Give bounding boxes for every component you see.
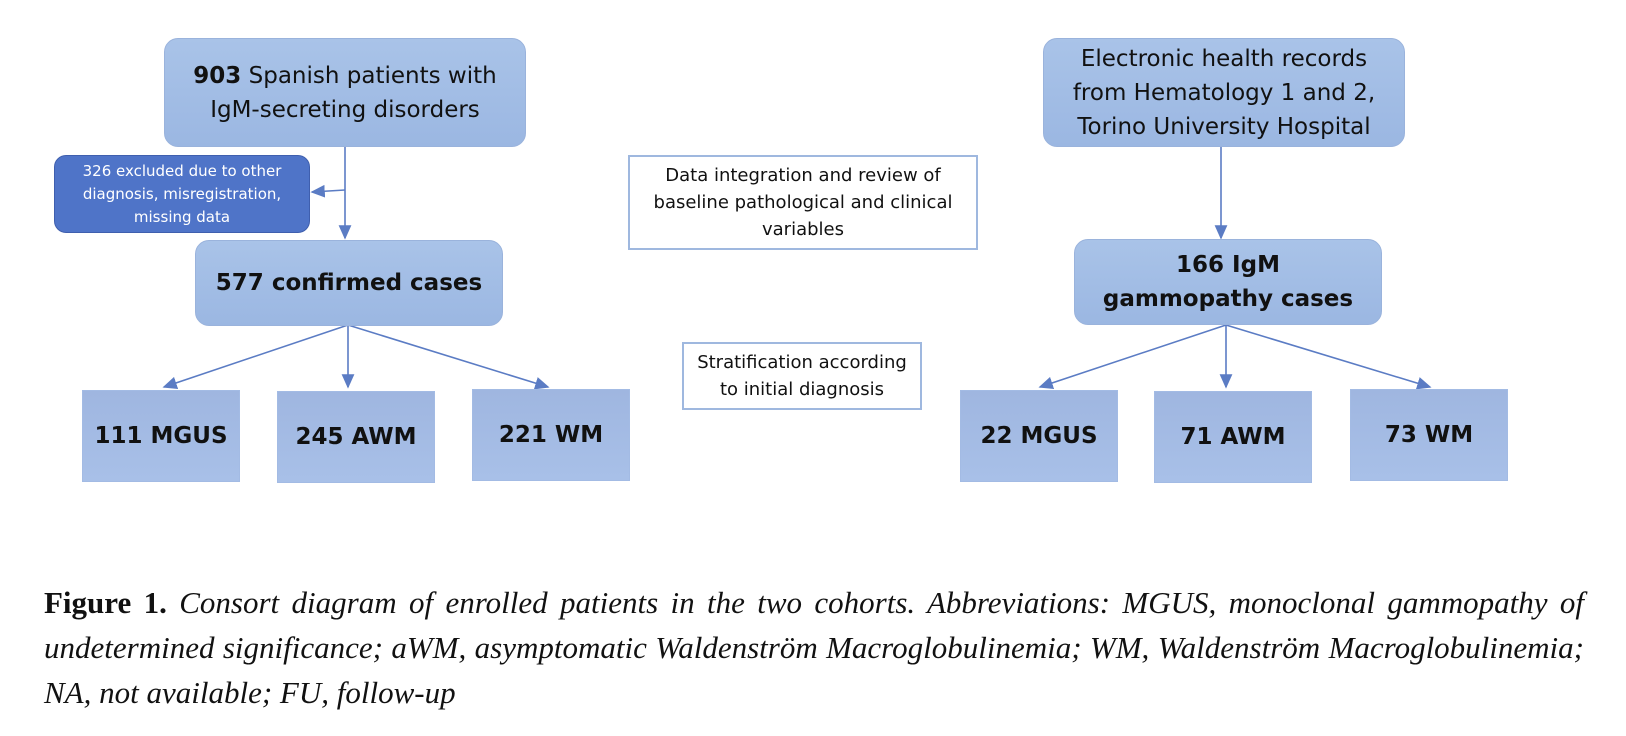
arrow-577-to-mgus xyxy=(162,324,349,389)
left-mgus-text: 111 MGUS xyxy=(94,423,228,449)
right-awm-box: 71 AWM xyxy=(1154,391,1312,483)
arrow-577-to-wm xyxy=(347,324,550,390)
torino-cohort-text: Electronic health records from Hematolog… xyxy=(1072,45,1376,140)
left-awm-box: 245 AWM xyxy=(277,391,435,483)
left-awm-text: 245 AWM xyxy=(295,424,417,450)
integration-text: Data integration and review of baseline … xyxy=(653,165,953,240)
arrow-166-to-mgus xyxy=(1038,324,1227,390)
igm-cases-text: 166 IgM gammopathy cases xyxy=(1102,252,1354,312)
excluded-text: 326 excluded due to other diagnosis, mis… xyxy=(82,161,282,226)
arrow-166-to-wm xyxy=(1225,324,1432,390)
torino-cohort-box: Electronic health records from Hematolog… xyxy=(1043,38,1405,147)
caption-label: Figure 1. xyxy=(44,585,167,620)
left-mgus-box: 111 MGUS xyxy=(82,390,240,482)
connector-arrows xyxy=(162,147,1432,390)
excluded-box: 326 excluded due to other diagnosis, mis… xyxy=(54,155,310,233)
spanish-cohort-count: 903 xyxy=(193,62,242,89)
confirmed-cases-box: 577 confirmed cases xyxy=(195,240,503,326)
left-wm-box: 221 WM xyxy=(472,389,630,481)
figure-caption: Figure 1. Consort diagram of enrolled pa… xyxy=(44,580,1584,715)
right-wm-box: 73 WM xyxy=(1350,389,1508,481)
integration-box: Data integration and review of baseline … xyxy=(628,155,978,250)
igm-cases-box: 166 IgM gammopathy cases xyxy=(1074,239,1382,325)
spanish-cohort-label: Spanish patients with IgM-secreting diso… xyxy=(210,62,497,123)
spanish-cohort-box: 903 Spanish patients with IgM-secreting … xyxy=(164,38,526,147)
right-wm-text: 73 WM xyxy=(1384,422,1474,448)
right-awm-text: 71 AWM xyxy=(1180,424,1286,450)
stratification-text: Stratification according to initial diag… xyxy=(697,352,907,400)
arrow-to-excluded xyxy=(310,184,346,198)
left-wm-text: 221 WM xyxy=(498,422,604,448)
right-mgus-text: 22 MGUS xyxy=(980,423,1098,449)
caption-text: Consort diagram of enrolled patients in … xyxy=(44,585,1585,710)
confirmed-cases-text: 577 confirmed cases xyxy=(215,270,483,296)
stratification-box: Stratification according to initial diag… xyxy=(682,342,922,410)
right-mgus-box: 22 MGUS xyxy=(960,390,1118,482)
